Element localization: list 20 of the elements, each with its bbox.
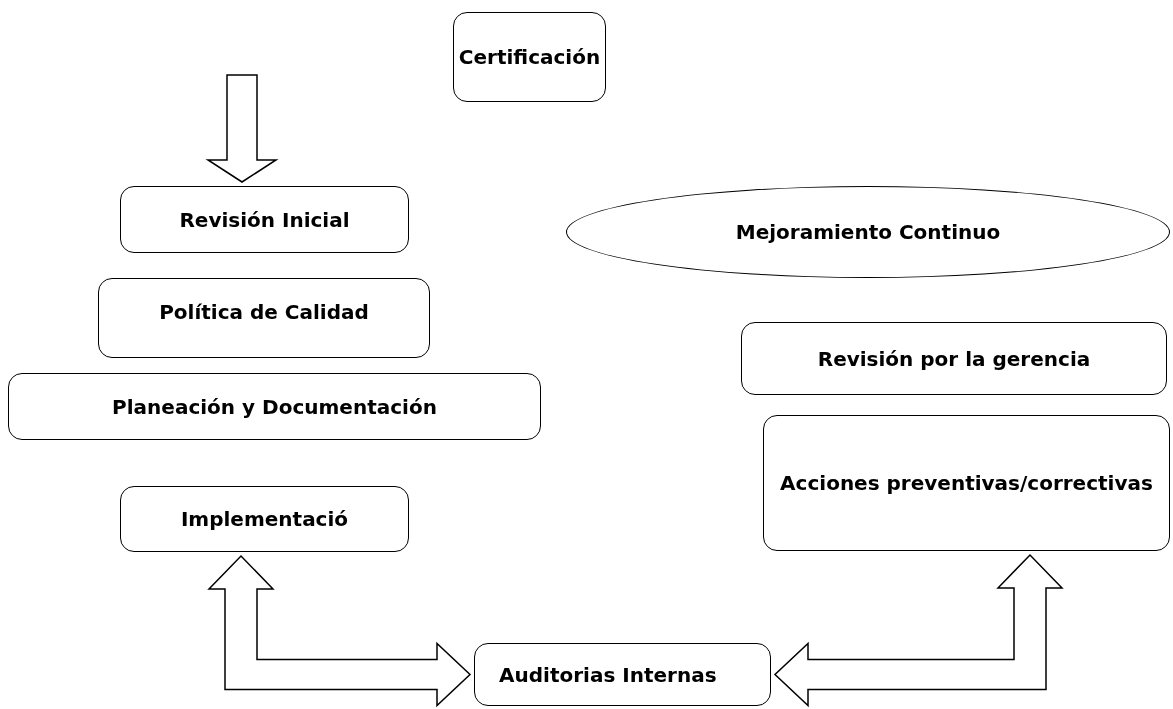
node-label: Implementació (180, 506, 349, 532)
node-label: Planeación y Documentación (112, 393, 437, 420)
node-label: Acciones preventivas/correctivas (780, 470, 1153, 496)
process-box (98, 278, 430, 358)
process-box (763, 415, 1170, 551)
node-label: Revisión Inicial (179, 206, 350, 233)
node-label: Auditorias Internas (499, 661, 717, 688)
process-box (741, 322, 1167, 395)
node-label: Mejoramiento Continuo (735, 219, 1001, 245)
process-box (120, 486, 409, 552)
process-box (474, 643, 771, 706)
block-arrow (773, 553, 1064, 708)
block-arrow (205, 74, 279, 183)
process-box (120, 186, 409, 253)
process-box (453, 12, 606, 102)
node-label: Política de Calidad (159, 299, 369, 325)
process-box (8, 373, 541, 440)
node-label: Revisión por la gerencia (817, 345, 1091, 372)
node-label: Certificación (458, 44, 601, 70)
block-arrow (207, 554, 472, 708)
